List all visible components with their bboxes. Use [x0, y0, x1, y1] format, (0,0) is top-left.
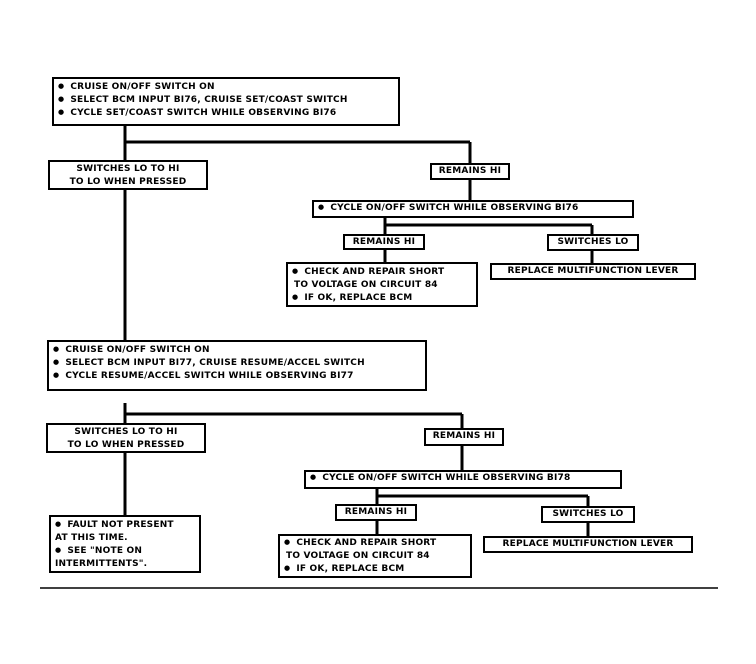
remains-hi-label: REMAINS HI — [438, 166, 502, 176]
remains-hi-label-3: REMAINS HI — [432, 431, 496, 441]
bi77-setup-box: CRUISE ON/OFF SWITCH ON SELECT BCM INPUT… — [47, 340, 427, 391]
check-repair-line-2: TO VOLTAGE ON CIRCUIT 84 — [294, 280, 438, 290]
remains-hi-box-2: REMAINS HI — [343, 234, 425, 250]
setup2-step-1: CRUISE ON/OFF SWITCH ON — [49, 344, 425, 357]
replace-lever-label: REPLACE MULTIFUNCTION LEVER — [507, 266, 679, 276]
switches-lo-label: SWITCHES LO — [557, 237, 629, 247]
replace-lever-box: REPLACE MULTIFUNCTION LEVER — [490, 263, 696, 280]
remains-hi-label-2: REMAINS HI — [352, 237, 416, 247]
switches-lo-box: SWITCHES LO — [547, 234, 639, 251]
fault-line-2: AT THIS TIME. — [55, 533, 128, 543]
switches-lo-hi-box-2: SWITCHES LO TO HI TO LO WHEN PRESSED — [46, 423, 206, 453]
switches-line-1: SWITCHES LO TO HI — [76, 164, 180, 174]
replace-lever-label-2: REPLACE MULTIFUNCTION LEVER — [502, 539, 674, 549]
switches2-line-2: TO LO WHEN PRESSED — [67, 440, 185, 450]
switches2-line-1: SWITCHES LO TO HI — [74, 427, 178, 437]
cycle-onoff-label-2: CYCLE ON/OFF SWITCH WHILE OBSERVING BI78 — [306, 472, 620, 485]
replace-lever-box-2: REPLACE MULTIFUNCTION LEVER — [483, 536, 693, 553]
fault-line-1: FAULT NOT PRESENT — [51, 519, 199, 532]
setup2-step-3: CYCLE RESUME/ACCEL SWITCH WHILE OBSERVIN… — [49, 370, 425, 383]
setup-step-1: CRUISE ON/OFF SWITCH ON — [54, 81, 398, 94]
check-repair-line-3: IF OK, REPLACE BCM — [288, 292, 476, 305]
check-repair2-line-3: IF OK, REPLACE BCM — [280, 563, 470, 576]
setup2-step-2: SELECT BCM INPUT BI77, CRUISE RESUME/ACC… — [49, 357, 425, 370]
cycle-onoff-box-2: CYCLE ON/OFF SWITCH WHILE OBSERVING BI78 — [304, 470, 622, 489]
bi76-setup-box: CRUISE ON/OFF SWITCH ON SELECT BCM INPUT… — [52, 77, 400, 126]
fault-line-3: SEE "NOTE ON — [51, 545, 199, 558]
setup-step-2: SELECT BCM INPUT BI76, CRUISE SET/COAST … — [54, 94, 398, 107]
remains-hi-box-3: REMAINS HI — [424, 428, 504, 446]
cycle-onoff-box: CYCLE ON/OFF SWITCH WHILE OBSERVING BI76 — [312, 200, 634, 218]
check-repair-line-1: CHECK AND REPAIR SHORT — [288, 266, 476, 279]
check-repair2-line-1: CHECK AND REPAIR SHORT — [280, 537, 470, 550]
remains-hi-box: REMAINS HI — [430, 163, 510, 180]
fault-not-present-box: FAULT NOT PRESENT AT THIS TIME. SEE "NOT… — [49, 515, 201, 573]
setup-step-3: CYCLE SET/COAST SWITCH WHILE OBSERVING B… — [54, 107, 398, 120]
remains-hi-label-4: REMAINS HI — [344, 507, 408, 517]
remains-hi-box-4: REMAINS HI — [335, 504, 417, 521]
check-repair-box: CHECK AND REPAIR SHORT TO VOLTAGE ON CIR… — [286, 262, 478, 307]
switches-line-2: TO LO WHEN PRESSED — [69, 177, 187, 187]
switches-lo-box-2: SWITCHES LO — [541, 506, 635, 523]
switches-lo-hi-box: SWITCHES LO TO HI TO LO WHEN PRESSED — [48, 160, 208, 190]
check-repair2-line-2: TO VOLTAGE ON CIRCUIT 84 — [286, 551, 430, 561]
fault-line-4: INTERMITTENTS". — [55, 559, 148, 569]
cycle-onoff-label: CYCLE ON/OFF SWITCH WHILE OBSERVING BI76 — [314, 202, 632, 215]
switches-lo-label-2: SWITCHES LO — [552, 509, 624, 519]
check-repair-box-2: CHECK AND REPAIR SHORT TO VOLTAGE ON CIR… — [278, 534, 472, 578]
